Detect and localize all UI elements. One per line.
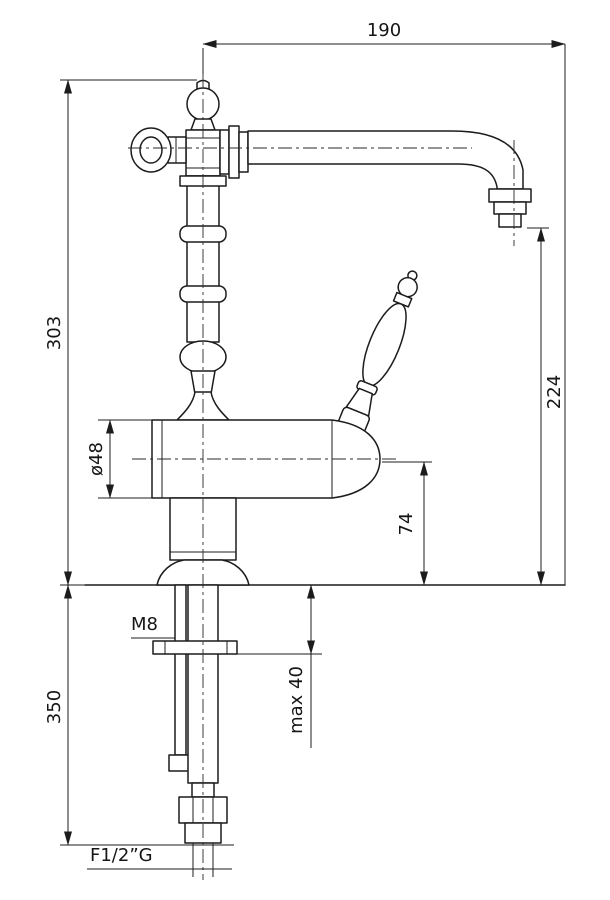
clamp-bracket [152, 640, 238, 655]
threaded-rod [174, 584, 187, 756]
connection-nut-facets [192, 797, 214, 823]
aerator-tip [498, 213, 522, 228]
base-flange [156, 559, 250, 586]
label-m8: M8 [131, 614, 158, 635]
faucet-outline [84, 79, 566, 586]
aerator-body [493, 201, 527, 215]
label-connection: F1/2”G [90, 845, 153, 866]
spout-ring-1 [219, 129, 230, 175]
centerlines [128, 74, 515, 880]
dim-350-label: 350 [44, 690, 65, 724]
spout-ring-2 [228, 125, 240, 179]
spout-tube [247, 130, 524, 190]
dim-190-extension-lines [202, 44, 566, 585]
lever-handle [335, 270, 418, 439]
clamp-bracket-lines [164, 641, 228, 654]
handle-grip [362, 302, 407, 387]
dimension-annotations: 190 303 224 ø48 74 max 40 350 M8 F1/2”G [44, 20, 566, 870]
aerator-ring [488, 188, 532, 203]
dim-190-label: 190 [367, 20, 401, 41]
spout-ring-3 [238, 131, 249, 173]
knob-inner [139, 136, 163, 164]
dim-max40-extension-lines [237, 653, 322, 748]
dim-max40-label: max 40 [286, 666, 307, 734]
dim-303-label: 303 [44, 316, 65, 350]
dim-diameter-label: ø48 [86, 442, 107, 476]
supply-pipes [192, 843, 214, 877]
dim-74-label: 74 [396, 513, 417, 536]
dim-224-label: 224 [544, 375, 565, 409]
under-counter-assembly [152, 584, 238, 877]
